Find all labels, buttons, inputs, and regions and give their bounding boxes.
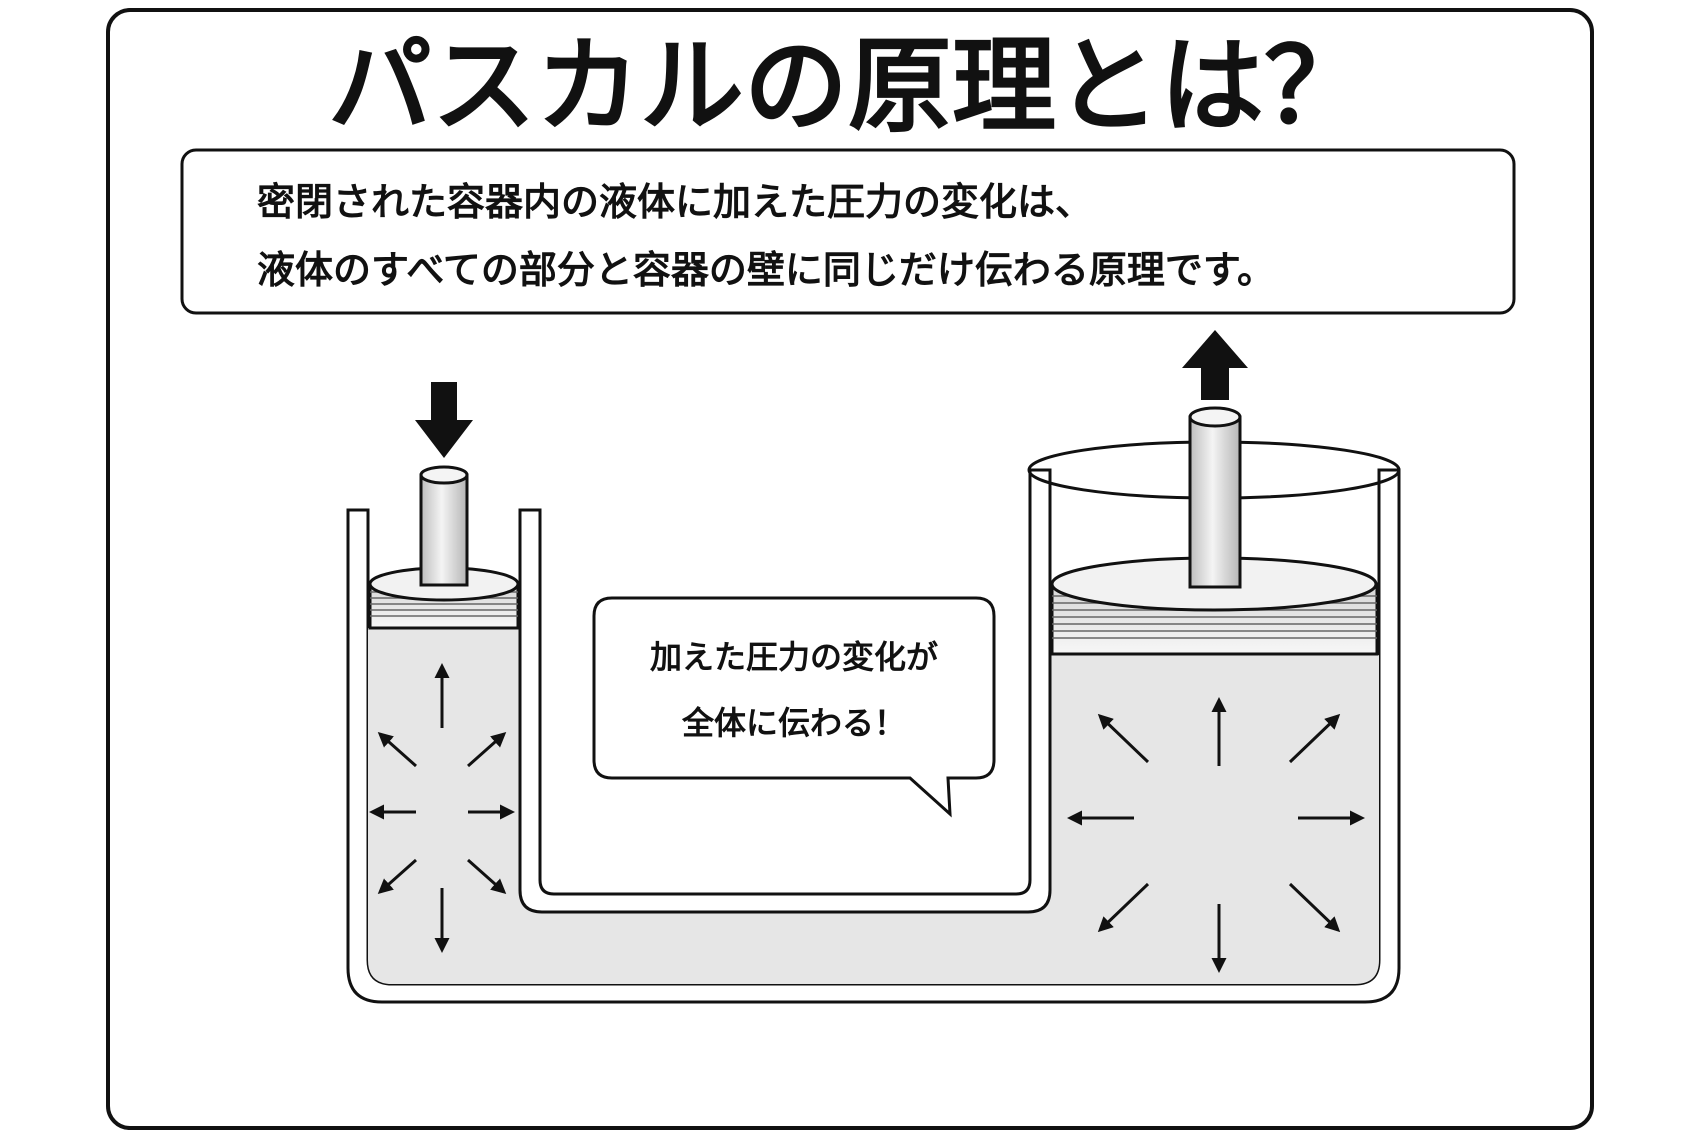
left-pressure-arrow-downleft-icon bbox=[377, 858, 417, 894]
left-pressure-arrow-downright-icon bbox=[467, 858, 507, 894]
left-pressure-arrow-upright-icon bbox=[467, 732, 507, 768]
page-title: パスカルの原理とは？ bbox=[328, 25, 1368, 147]
right-pressure-arrows bbox=[1067, 697, 1365, 973]
speech-bubble-line-1: 加えた圧力の変化が bbox=[650, 638, 938, 676]
left-pressure-arrow-upleft-icon bbox=[377, 732, 417, 768]
right-pressure-arrow-upleft-icon bbox=[1097, 713, 1150, 764]
description-line-2: 液体のすべての部分と容器の壁に同じだけ伝わる原理です。 bbox=[257, 248, 1275, 292]
downward-force-arrow-icon bbox=[415, 382, 473, 458]
speech-bubble-line-2: 全体に伝わる！ bbox=[681, 704, 906, 742]
liquid bbox=[368, 628, 1379, 984]
large-piston-rod bbox=[1188, 406, 1242, 589]
upward-force-arrow-icon bbox=[1182, 330, 1248, 400]
speech-bubble bbox=[592, 596, 996, 818]
left-pressure-arrows bbox=[369, 663, 515, 953]
description-box bbox=[180, 148, 1516, 315]
description-line-1: 密閉された容器内の液体に加えた圧力の変化は、 bbox=[257, 180, 1093, 224]
small-piston-rod bbox=[419, 465, 469, 587]
right-pressure-arrow-downleft-icon bbox=[1097, 882, 1150, 933]
right-pressure-arrow-upright-icon bbox=[1288, 713, 1341, 764]
right-pressure-arrow-downright-icon bbox=[1288, 882, 1341, 933]
